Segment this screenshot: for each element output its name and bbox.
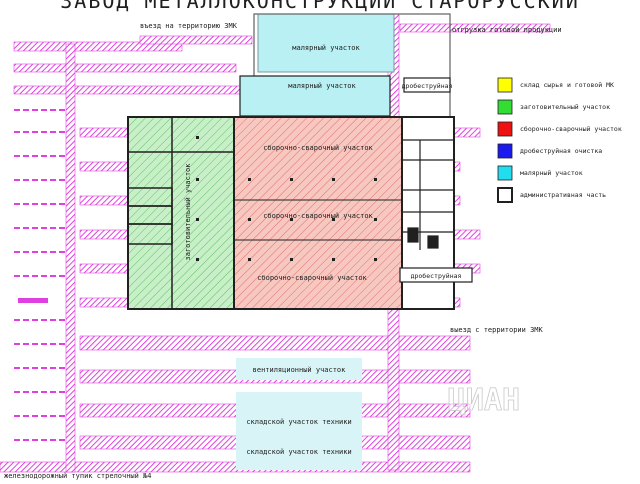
rail-top-left xyxy=(13,41,183,52)
legend-label: административная часть xyxy=(520,191,606,199)
railway-label: железнодорожный тупик стрелочный №4 xyxy=(4,472,152,480)
entry-label: въезд на территорию ЗМК xyxy=(140,22,238,30)
legend-label: малярный участок xyxy=(520,169,583,177)
rail-low-1 xyxy=(79,335,471,351)
rail-marker xyxy=(18,298,48,303)
watermark: ЦИАН xyxy=(448,383,520,418)
plan-title: ЗАВОД МЕТАЛЛОКОНСТРУКЦИЙ СТАРОРУССКИЙ xyxy=(60,0,580,13)
storage-area xyxy=(236,392,362,470)
legend-label: сборочно-сварочный участок xyxy=(520,125,622,133)
blank-area xyxy=(127,116,235,310)
weld-area xyxy=(233,116,403,310)
legend-label: дробеструйная очистка xyxy=(520,147,602,155)
ventilation-area xyxy=(236,358,362,380)
legend-label: заготовительный участок xyxy=(520,103,610,111)
exit-label: выезд с территории ЗМК xyxy=(450,326,544,334)
legend-swatch xyxy=(497,165,513,181)
paint-label-top: малярный участок xyxy=(292,44,360,52)
legend-swatch xyxy=(497,77,513,93)
storage-label-2: складской участок техники xyxy=(246,448,351,456)
rail-bottom xyxy=(0,461,471,473)
rail-vertical-main xyxy=(65,43,76,473)
weld-label-1: сборочно-сварочный участок xyxy=(263,144,373,152)
rail-upper-left xyxy=(13,63,237,73)
legend-label: склад сырья и готовой МК xyxy=(520,81,614,89)
paint-area-top xyxy=(257,13,395,73)
rail-top-right xyxy=(399,23,551,33)
storage-label-1: складской участок техники xyxy=(246,418,351,426)
weld-label-3: сборочно-сварочный участок xyxy=(257,274,367,282)
paint-label-mid: малярный участок xyxy=(288,82,356,90)
rail-upper xyxy=(13,85,245,95)
rail-top-mid xyxy=(139,35,253,45)
shot-blast-bottom-label: дробеструйная xyxy=(411,272,462,280)
legend-swatch xyxy=(497,143,513,159)
shot-blast-top-label: дробеструйная xyxy=(402,82,453,90)
weld-label-2: сборочно-сварочный участок xyxy=(263,212,373,220)
legend-swatch xyxy=(497,121,513,137)
legend-swatch xyxy=(497,99,513,115)
main-building: заготовительный участок сборочно-сварочн… xyxy=(127,116,455,310)
ventilation-label: вентиляционный участок xyxy=(253,366,347,374)
paint-area-mid xyxy=(239,75,391,117)
shot-blast-top xyxy=(403,77,451,93)
shipping-label: отгрузка готовой продукции xyxy=(452,26,562,34)
shot-blast-bottom xyxy=(399,267,473,283)
blank-area-label: заготовительный участок xyxy=(184,163,192,261)
legend-swatch xyxy=(497,187,513,203)
legend: склад сырья и готовой МК заготовительный … xyxy=(497,77,622,203)
rail-spurs xyxy=(14,109,66,441)
